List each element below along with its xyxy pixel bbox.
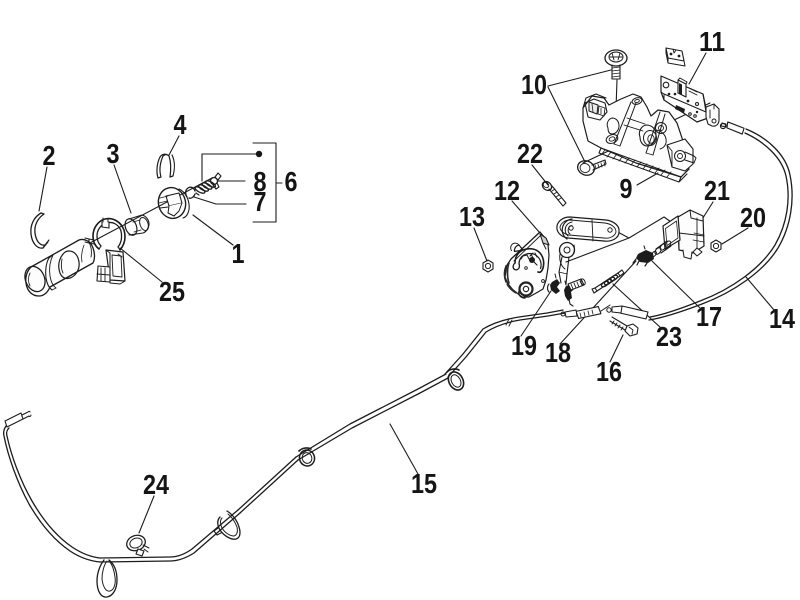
svg-text:23: 23 — [656, 321, 682, 352]
svg-text:2: 2 — [43, 140, 56, 171]
svg-text:4: 4 — [174, 109, 187, 140]
svg-text:17: 17 — [696, 301, 722, 332]
svg-text:16: 16 — [596, 356, 622, 387]
svg-text:6: 6 — [285, 166, 298, 197]
svg-text:25: 25 — [159, 276, 185, 307]
svg-text:10: 10 — [521, 69, 547, 100]
svg-text:11: 11 — [699, 26, 725, 57]
svg-text:14: 14 — [769, 303, 795, 334]
svg-text:7: 7 — [254, 186, 267, 217]
svg-text:12: 12 — [494, 175, 520, 206]
svg-text:19: 19 — [511, 330, 537, 361]
svg-text:21: 21 — [704, 175, 730, 206]
svg-text:24: 24 — [143, 469, 169, 500]
svg-text:8: 8 — [254, 166, 267, 197]
svg-text:1: 1 — [232, 238, 245, 269]
svg-text:22: 22 — [517, 138, 543, 169]
svg-text:18: 18 — [545, 337, 571, 368]
svg-text:20: 20 — [740, 202, 766, 233]
svg-text:13: 13 — [459, 201, 485, 232]
svg-text:15: 15 — [411, 468, 437, 499]
svg-text:3: 3 — [107, 138, 120, 169]
svg-text:9: 9 — [620, 173, 633, 204]
